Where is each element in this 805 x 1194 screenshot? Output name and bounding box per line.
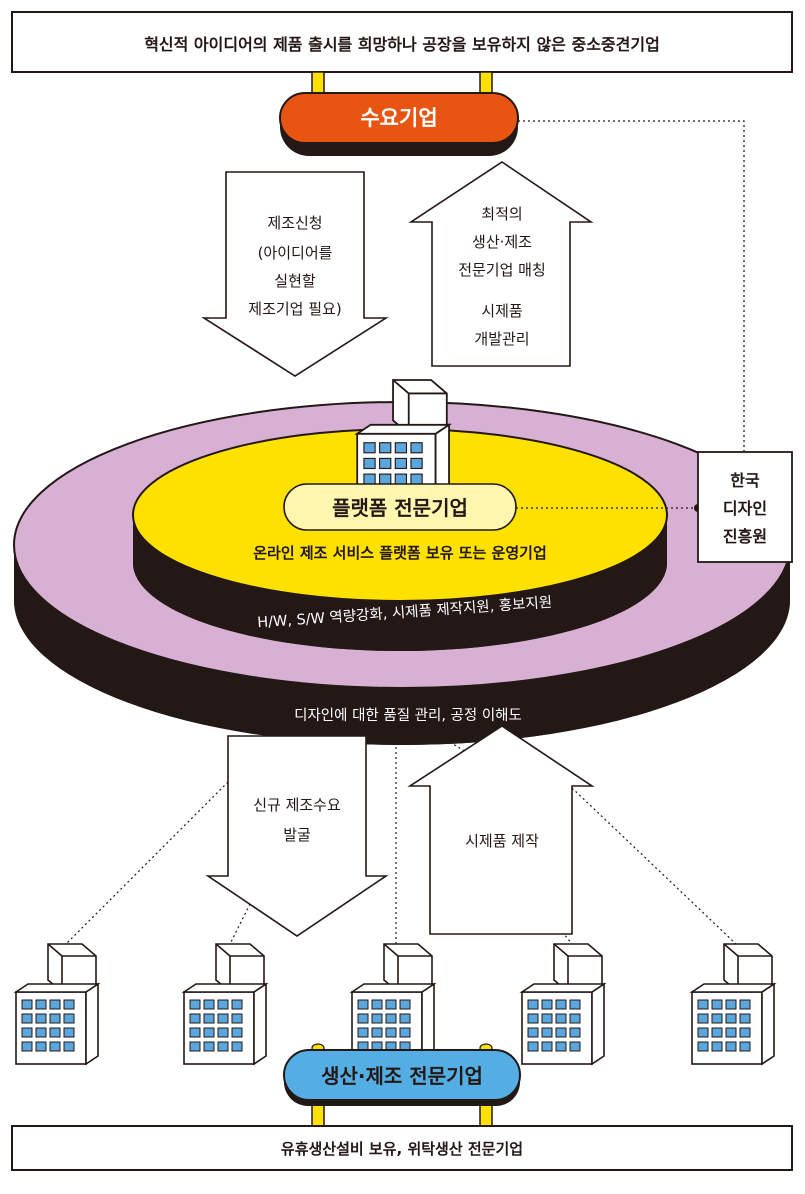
- platform-label-pill: [283, 483, 517, 531]
- platform-outer-band-text: 디자인에 대한 품질 관리, 공정 이해도: [294, 707, 522, 724]
- platform-label: 플랫폼 전문기업: [332, 496, 468, 520]
- demand-company-label: 수요기업: [360, 106, 437, 130]
- bottom-description-box: [11, 1125, 793, 1171]
- kidp-line-2: 디자인: [723, 499, 767, 518]
- platform-disc: [13, 401, 791, 745]
- matching-line-2: 생산·제조: [472, 233, 532, 251]
- new-demand-line-1: 신규 제조수요: [253, 796, 341, 814]
- production-building-icon-3: [351, 943, 435, 1065]
- kidp-box: [697, 451, 793, 563]
- new-demand-arrow: [205, 735, 389, 937]
- demand-kidp-dotted-line: [518, 120, 745, 462]
- manufacturing-request-arrow: [201, 171, 389, 377]
- manufacturing-request-line-4: 제조기업 필요): [248, 300, 341, 318]
- matching-line-3: 전문기업 매칭: [458, 261, 546, 279]
- kidp-line-1: 한국: [730, 471, 760, 490]
- matching-line-4: 시제품: [481, 302, 522, 320]
- prototype-production-arrow: [407, 725, 595, 935]
- production-building-icon-2: [183, 943, 267, 1065]
- demand-company-pill: 수요기업: [279, 92, 519, 156]
- platform-description: 온라인 제조 서비스 플랫폼 보유 또는 운영기업: [253, 544, 547, 562]
- new-demand-line-2: 발굴: [283, 826, 311, 844]
- top-description-box: [11, 11, 793, 73]
- matching-line-1: 최적의: [481, 205, 522, 223]
- matching-arrow: [408, 161, 594, 367]
- production-company-pill: 생산·제조 전문기업: [283, 1043, 521, 1106]
- production-building-icon-4: [521, 943, 605, 1065]
- matching-line-5: 개발관리: [474, 330, 529, 348]
- production-company-label: 생산·제조 전문기업: [321, 1064, 483, 1088]
- production-building-icon-1: [15, 943, 99, 1065]
- prototype-production-text: 시제품 제작: [465, 832, 539, 850]
- manufacturing-request-line-2: (아이디어를: [258, 244, 333, 262]
- top-description-text: 혁신적 아이디어의 제품 출시를 희망하나 공장을 보유하지 않은 중소중견기업: [144, 35, 660, 54]
- manufacturing-request-line-1: 제조신청: [267, 214, 322, 232]
- bottom-description-text: 유휴생산설비 보유, 위탁생산 전문기업: [281, 1140, 523, 1158]
- manufacturing-request-line-3: 실현할: [274, 272, 316, 290]
- production-building-icon-5: [691, 943, 775, 1065]
- bottom-dotted-lines: [65, 741, 737, 945]
- kidp-line-3: 진흥원: [723, 527, 767, 546]
